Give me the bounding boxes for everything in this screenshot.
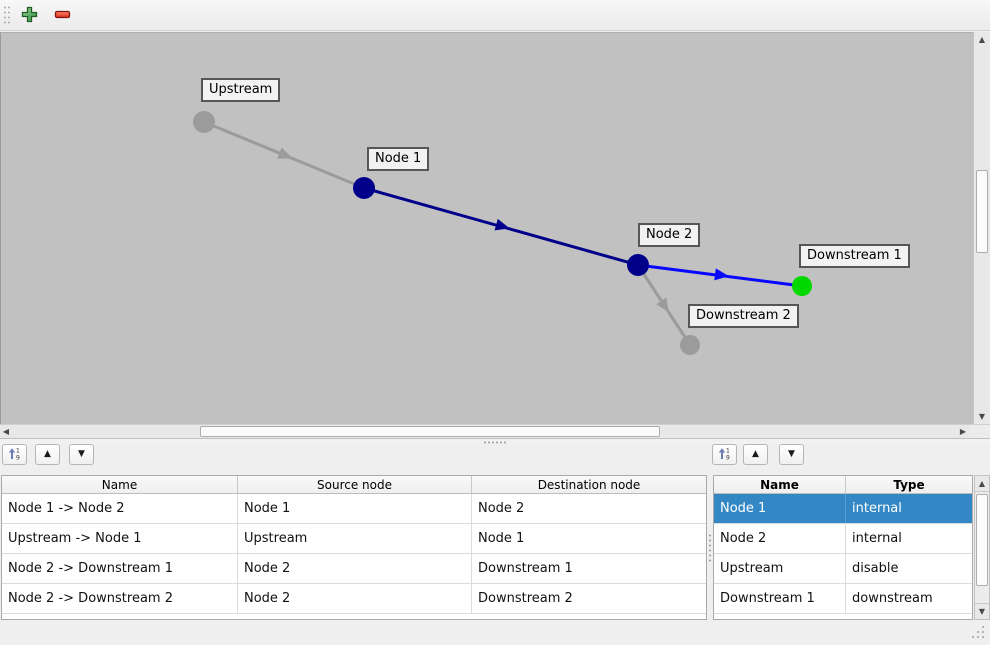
scroll-down-icon[interactable]: ▼ <box>974 409 990 424</box>
table-row-selected[interactable]: Node 1 internal <box>714 494 972 524</box>
window-resize-grip[interactable] <box>970 624 986 640</box>
edge-table-sort-button[interactable]: 1 9 <box>2 444 27 465</box>
scrollbar-thumb[interactable] <box>976 170 988 253</box>
graph-node-node2[interactable] <box>627 254 649 276</box>
cell-source[interactable]: Node 2 <box>238 554 472 583</box>
cell-name[interactable]: Node 2 -> Downstream 1 <box>2 554 238 583</box>
cell-type[interactable]: disable <box>852 561 899 576</box>
scrollbar-thumb[interactable] <box>976 494 988 586</box>
cell-destination[interactable]: Node 2 <box>478 501 525 516</box>
sort-ascending-icon: 1 9 <box>8 447 21 463</box>
svg-text:1: 1 <box>16 447 20 454</box>
edge-arrow-icon <box>714 268 729 281</box>
cell-name[interactable]: Upstream -> Node 1 <box>2 524 238 553</box>
node-table: Name Type Node 1 internal Node 2 interna… <box>713 475 973 620</box>
cell-name[interactable]: Node 2 -> Downstream 2 <box>2 584 238 613</box>
node-label-node2[interactable]: Node 2 <box>638 223 701 247</box>
node-table-header: Name Type <box>714 476 972 494</box>
cell-destination[interactable]: Node 1 <box>478 531 525 546</box>
plus-icon <box>21 6 38 27</box>
table-row[interactable]: Upstream -> Node 1 Upstream Node 1 <box>2 524 706 554</box>
node-table-scrollbar[interactable]: ▲ ▼ <box>974 475 990 620</box>
canvas-tables-splitter[interactable] <box>0 438 990 444</box>
graph-canvas[interactable]: Upstream Node 1 Node 2 Downstream 1 Down… <box>0 32 973 424</box>
edge-arrow-icon <box>656 297 669 313</box>
cell-type[interactable]: internal <box>852 501 902 516</box>
column-header-name[interactable]: Name <box>714 476 846 493</box>
edge-table-header: Name Source node Destination node <box>2 476 706 494</box>
cell-name[interactable]: Node 1 <box>714 494 846 523</box>
add-node-button[interactable] <box>20 6 38 27</box>
arrow-down-icon: ▼ <box>788 449 795 459</box>
graph-node-upstream[interactable] <box>193 111 215 133</box>
table-row[interactable]: Upstream disable <box>714 554 972 584</box>
scrollbar-thumb[interactable] <box>200 426 660 437</box>
cell-type[interactable]: downstream <box>852 591 933 606</box>
column-header-destination[interactable]: Destination node <box>537 477 641 492</box>
svg-text:1: 1 <box>726 447 730 454</box>
scroll-up-icon[interactable]: ▲ <box>975 476 989 492</box>
graph-svg <box>193 111 812 355</box>
cell-name[interactable]: Upstream <box>714 554 846 583</box>
cell-source[interactable]: Node 1 <box>238 494 472 523</box>
tables-splitter[interactable] <box>708 533 712 563</box>
scrollbar-corner <box>969 424 990 438</box>
arrow-up-icon: ▲ <box>44 449 51 459</box>
sort-ascending-icon: 1 9 <box>718 447 731 463</box>
graph-node-downstream2[interactable] <box>680 335 700 355</box>
table-row[interactable]: Downstream 1 downstream <box>714 584 972 614</box>
cell-source[interactable]: Node 2 <box>238 584 472 613</box>
column-header-name[interactable]: Name <box>2 476 238 493</box>
edge-arrow-icon <box>494 218 510 231</box>
scroll-down-icon[interactable]: ▼ <box>975 603 989 619</box>
table-row[interactable]: Node 2 -> Downstream 2 Node 2 Downstream… <box>2 584 706 614</box>
svg-text:9: 9 <box>16 454 20 459</box>
scroll-up-icon[interactable]: ▲ <box>974 32 990 47</box>
edge-arrow-icon <box>277 147 293 159</box>
splitter-grip-icon <box>483 441 507 444</box>
node-table-move-up-button[interactable]: ▲ <box>743 444 768 465</box>
table-row[interactable]: Node 2 -> Downstream 1 Node 2 Downstream… <box>2 554 706 584</box>
cell-destination[interactable]: Downstream 2 <box>478 591 573 606</box>
toolbar-drag-handle[interactable] <box>3 5 10 26</box>
cell-destination[interactable]: Downstream 1 <box>478 561 573 576</box>
cell-source[interactable]: Upstream <box>238 524 472 553</box>
scroll-right-icon[interactable]: ▶ <box>957 425 969 438</box>
scroll-left-icon[interactable]: ◀ <box>0 425 12 438</box>
cell-type[interactable]: internal <box>852 531 902 546</box>
node-table-sort-button[interactable]: 1 9 <box>712 444 737 465</box>
column-header-type[interactable]: Type <box>893 477 925 492</box>
remove-node-button[interactable] <box>53 7 71 25</box>
cell-name[interactable]: Downstream 1 <box>714 584 846 613</box>
node-label-downstream2[interactable]: Downstream 2 <box>688 304 799 328</box>
arrow-down-icon: ▼ <box>78 449 85 459</box>
node-label-upstream[interactable]: Upstream <box>201 78 281 102</box>
canvas-horizontal-scrollbar[interactable]: ◀ ▶ <box>0 424 969 438</box>
cell-name[interactable]: Node 1 -> Node 2 <box>2 494 238 523</box>
node-table-move-down-button[interactable]: ▼ <box>779 444 804 465</box>
graph-node-node1[interactable] <box>353 177 375 199</box>
canvas-vertical-scrollbar[interactable]: ▲ ▼ <box>973 32 990 424</box>
node-label-node1[interactable]: Node 1 <box>367 147 430 171</box>
edge-table-move-up-button[interactable]: ▲ <box>35 444 60 465</box>
graph-node-downstream1[interactable] <box>792 276 812 296</box>
main-toolbar <box>0 0 990 31</box>
cell-name[interactable]: Node 2 <box>714 524 846 553</box>
table-row[interactable]: Node 2 internal <box>714 524 972 554</box>
column-header-source[interactable]: Source node <box>238 476 472 493</box>
edge-table-move-down-button[interactable]: ▼ <box>69 444 94 465</box>
arrow-up-icon: ▲ <box>752 449 759 459</box>
node-label-downstream1[interactable]: Downstream 1 <box>799 244 910 268</box>
minus-icon <box>54 6 71 27</box>
svg-text:9: 9 <box>726 454 730 459</box>
edge-table: Name Source node Destination node Node 1… <box>1 475 707 620</box>
table-row[interactable]: Node 1 -> Node 2 Node 1 Node 2 <box>2 494 706 524</box>
